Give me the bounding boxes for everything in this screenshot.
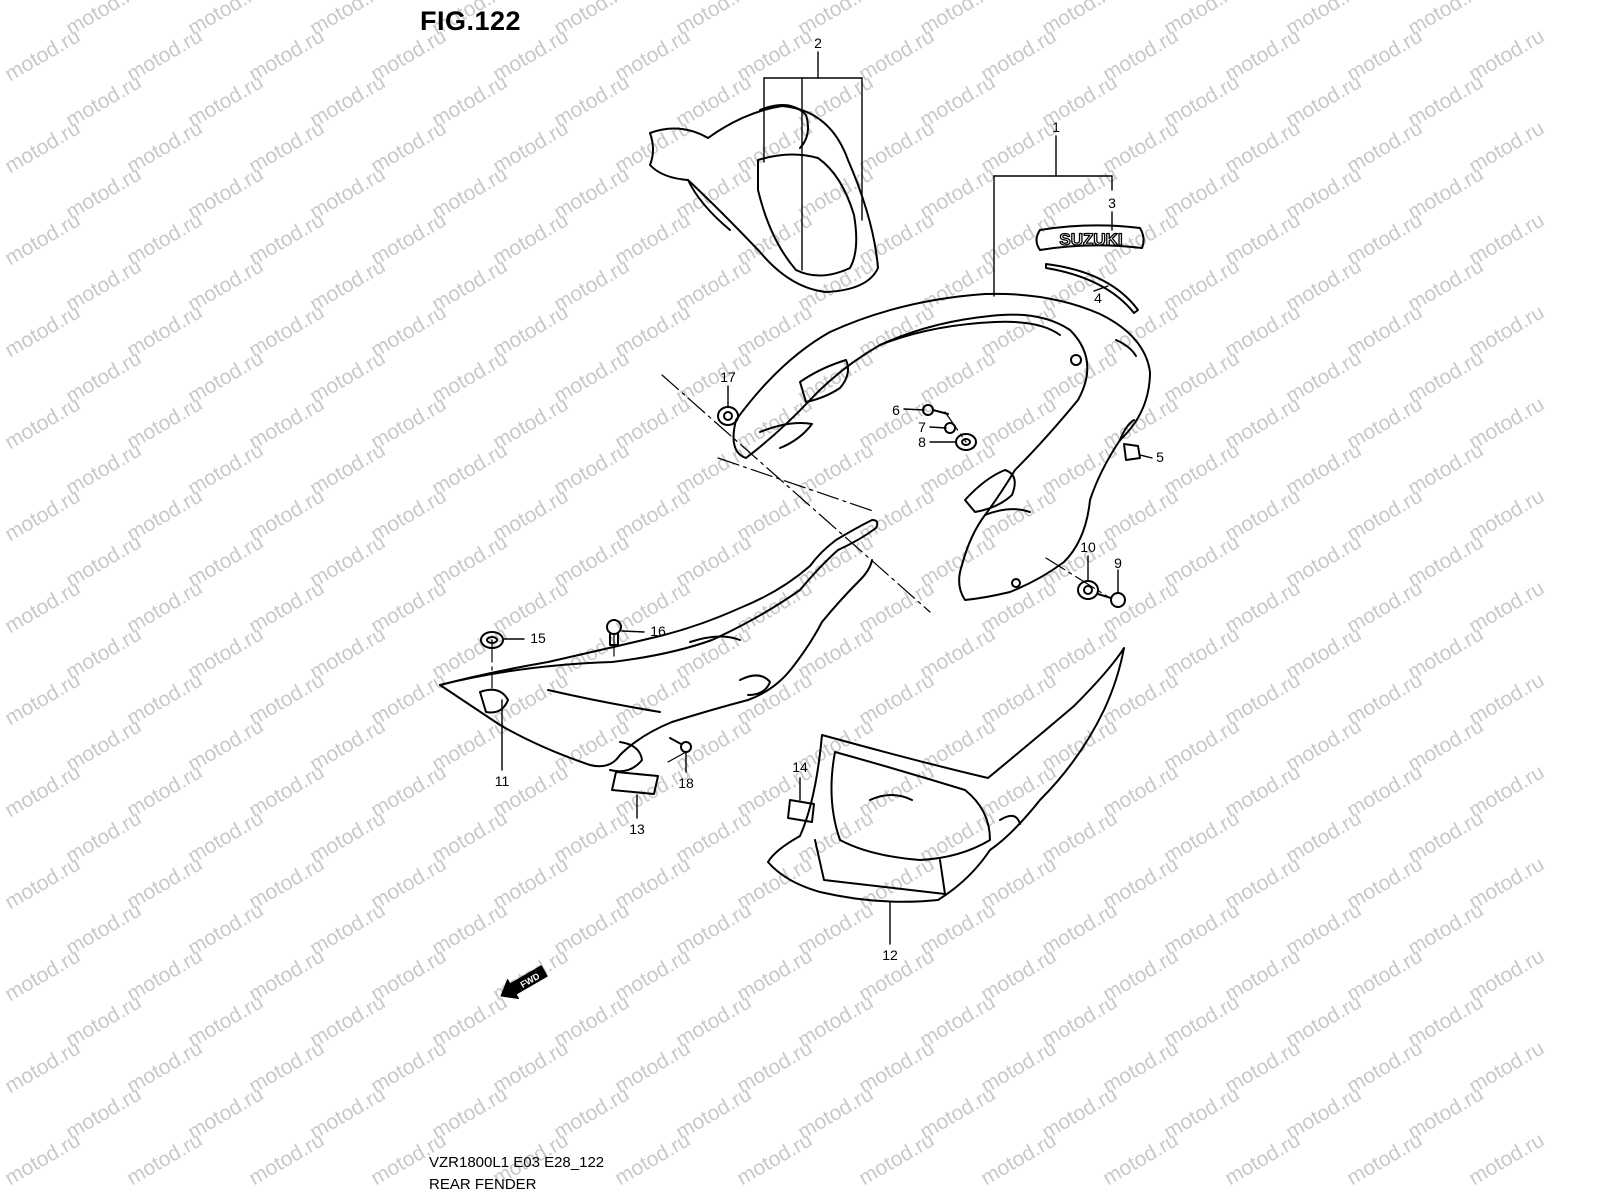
part-11-fender-inner xyxy=(439,519,879,773)
part-9-bolt xyxy=(1097,592,1126,608)
callout-18: 18 xyxy=(678,775,694,791)
part-12-side-cover xyxy=(767,647,1125,903)
callout-13: 13 xyxy=(629,821,645,837)
part-8-cushion xyxy=(955,433,977,451)
figure-title: FIG.122 xyxy=(420,6,522,36)
part-2-seat-cowl xyxy=(649,104,879,293)
figure-code: VZR1800L1 E03 E28_122 xyxy=(429,1154,605,1171)
suzuki-logo-text: SUZUKI xyxy=(1059,230,1122,249)
part-18-screw xyxy=(669,737,692,753)
leader-lines xyxy=(501,51,1153,945)
part-5-clip xyxy=(1123,443,1141,461)
callout-3: 3 xyxy=(1108,195,1116,211)
callout-12: 12 xyxy=(882,947,898,963)
part-14-pad xyxy=(787,799,815,823)
centerlines xyxy=(491,374,1111,763)
callout-11: 11 xyxy=(495,773,510,789)
callouts: 2 1 3 4 17 6 7 8 5 10 9 15 16 14 11 18 1… xyxy=(495,35,1164,963)
part-6-screw xyxy=(922,404,949,416)
part-3-suzuki-emblem: SUZUKI xyxy=(1035,224,1145,251)
callout-15: 15 xyxy=(530,630,546,646)
callout-9: 9 xyxy=(1114,555,1122,571)
part-1-rear-fender xyxy=(732,292,1151,601)
callout-14: 14 xyxy=(792,759,808,775)
callout-16: 16 xyxy=(650,623,666,639)
callout-5: 5 xyxy=(1156,449,1164,465)
callout-10: 10 xyxy=(1080,539,1096,555)
callout-6: 6 xyxy=(892,402,900,418)
callout-7: 7 xyxy=(918,419,926,435)
fwd-arrow-icon: FWD xyxy=(500,965,548,1000)
callout-1: 1 xyxy=(1052,119,1060,135)
part-13-pad xyxy=(611,771,659,795)
callout-17: 17 xyxy=(720,369,736,385)
callout-8: 8 xyxy=(918,434,926,450)
part-17-grommet xyxy=(717,406,739,426)
callout-2: 2 xyxy=(814,35,822,51)
part-4-trim-strip xyxy=(1045,263,1139,314)
figure-name: REAR FENDER xyxy=(429,1176,537,1193)
callout-4: 4 xyxy=(1094,290,1102,306)
part-10-grommet xyxy=(1077,580,1099,600)
